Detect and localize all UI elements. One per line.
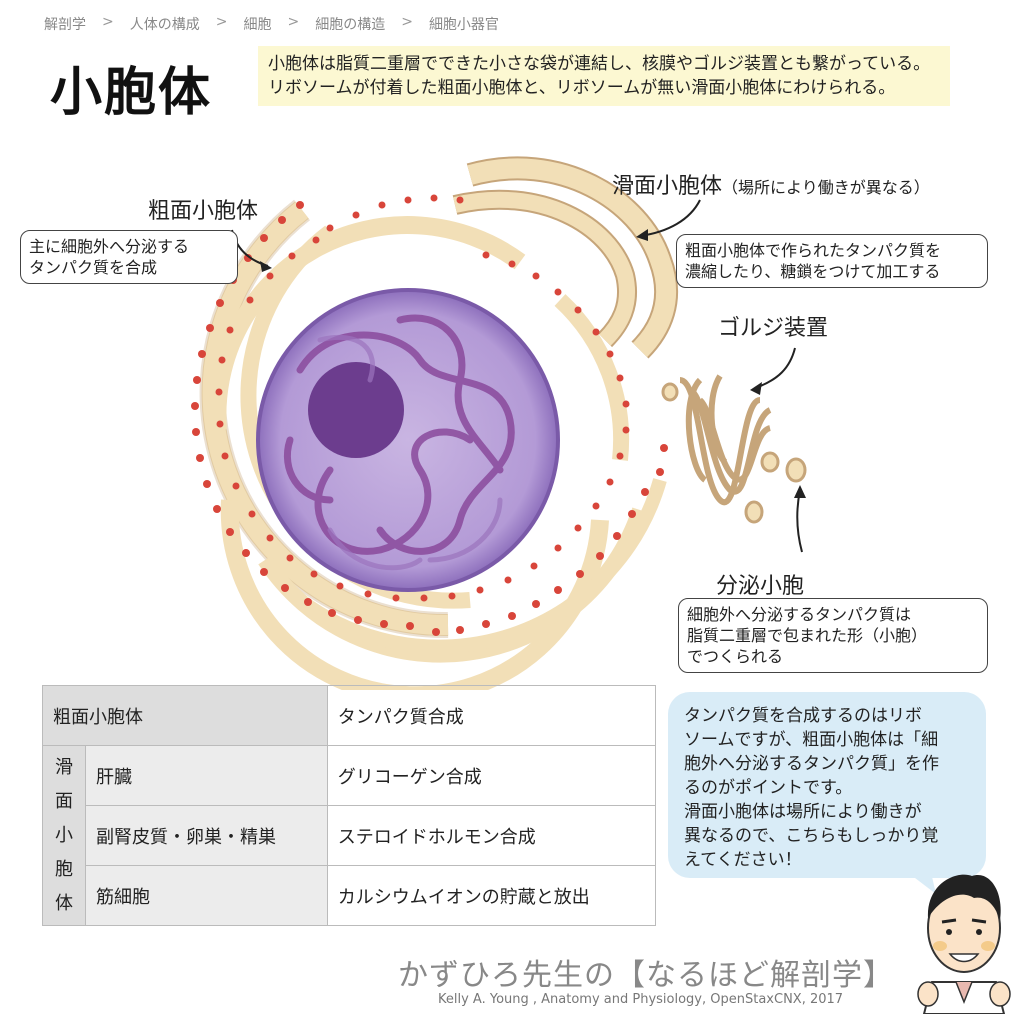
vesicle-note-line: 脂質二重層で包まれた形（小胞） (687, 626, 928, 645)
tip-line: 異なるので、こちらもしっかり覚 (684, 826, 939, 846)
arrowheads (260, 229, 806, 498)
golgi-note-line: 粗面小胞体で作られたタンパク質を (685, 241, 942, 260)
table-cell-name: 副腎皮質・卵巣・精巣 (85, 805, 328, 866)
table-group-char: 滑 (55, 756, 73, 778)
intro-text: 小胞体は脂質二重層でできた小さな袋が連結し、核膜やゴルジ装置とも繋がっている。リ… (258, 46, 950, 106)
breadcrumb-item[interactable]: 細胞 (243, 17, 272, 33)
table-group-char: 体 (55, 892, 73, 914)
rough-er-note: 主に細胞外へ分泌する タンパク質を合成 (20, 230, 238, 284)
smooth-er-label: 滑面小胞体（場所により働きが異なる） (612, 168, 930, 200)
chromatin (283, 314, 515, 555)
smooth-er-sublabel: （場所により働きが異なる） (722, 178, 930, 197)
breadcrumb-separator: > (215, 14, 228, 30)
rough-er-note-line: タンパク質を合成 (29, 258, 158, 277)
tip-line: タンパク質を合成するのはリボ (684, 706, 922, 726)
table-row: 滑 面 小 胞 体 肝臓 グリコーゲン合成 (42, 745, 657, 926)
rough-er-label: 粗面小胞体 (148, 199, 259, 224)
table-cell-function: グリコーゲン合成 (326, 745, 657, 806)
tip-line: 滑面小胞体は場所により働きが (684, 802, 922, 822)
table-cell-function: ステロイドホルモン合成 (326, 805, 657, 866)
image-credit: Kelly A. Young , Anatomy and Physiology,… (438, 992, 844, 1007)
breadcrumb-item-current: 細胞小器官 (428, 17, 499, 33)
tip-line: 胞外へ分泌するタンパク質」を作 (684, 754, 939, 774)
breadcrumb-item[interactable]: 人体の構成 (129, 17, 200, 33)
vesicle-note-line: でつくられる (687, 647, 784, 666)
table-cell-name: 肝臓 (85, 745, 328, 806)
smooth-er-shape (452, 156, 679, 359)
table-cell-name: 筋細胞 (85, 865, 328, 926)
tip-line: るのがポイントです。 (684, 778, 853, 798)
breadcrumb-item[interactable]: 細胞の構造 (315, 17, 386, 33)
golgi-note-line: 濃縮したり、糖鎖をつけて加工する (685, 262, 941, 281)
nucleus (256, 288, 560, 592)
breadcrumb-separator: > (401, 14, 413, 30)
er-function-table: 粗面小胞体 タンパク質合成 滑 面 小 胞 体 肝臓 グリコーゲン合成 副腎皮質… (42, 685, 657, 926)
table-group-char: 胞 (55, 858, 73, 880)
table-cell-function: カルシウムイオンの貯蔵と放出 (326, 865, 657, 926)
golgi-note: 粗面小胞体で作られたタンパク質を 濃縮したり、糖鎖をつけて加工する (676, 234, 988, 288)
breadcrumb: 解剖学 > 人体の構成 > 細胞 > 細胞の構造 > 細胞小器官 (44, 14, 499, 34)
teacher-avatar (917, 874, 1011, 1014)
smooth-er-title: 滑面小胞体 (612, 174, 723, 199)
er-diagram (191, 156, 807, 690)
table-cell-name: 粗面小胞体 (42, 685, 328, 746)
breadcrumb-item[interactable]: 解剖学 (44, 17, 86, 33)
golgi-apparatus (678, 374, 772, 506)
vesicle-note: 細胞外へ分泌するタンパク質は 脂質二重層で包まれた形（小胞） でつくられる (678, 598, 988, 673)
table-row: 筋細胞 カルシウムイオンの貯蔵と放出 (43, 865, 657, 926)
vesicle-note-line: 細胞外へ分泌するタンパク質は (687, 605, 912, 624)
site-brand: かずひろ先生の【なるほど解剖学】 (398, 958, 894, 993)
tip-line: えてください！ (684, 850, 802, 870)
page-title: 小胞体 (50, 63, 213, 123)
vesicle-label: 分泌小胞 (716, 574, 805, 599)
rough-er-shape (199, 199, 667, 690)
breadcrumb-separator: > (102, 14, 114, 30)
golgi-label: ゴルジ装置 (718, 316, 829, 341)
table-group-char: 小 (55, 824, 73, 846)
bubble-tail (902, 868, 936, 894)
tip-line: ソームですが、粗面小胞体は「細 (684, 730, 939, 750)
table-row: 副腎皮質・卵巣・精巣 ステロイドホルモン合成 (43, 805, 657, 866)
rough-er-note-line: 主に細胞外へ分泌する (29, 237, 190, 256)
tip-bubble: タンパク質を合成するのはリボ ソームですが、粗面小胞体は「細 胞外へ分泌するタン… (668, 692, 986, 878)
secretory-vesicles (661, 382, 807, 524)
table-group-label: 滑 面 小 胞 体 (42, 745, 86, 926)
table-cell-function: タンパク質合成 (326, 685, 657, 746)
table-row: 粗面小胞体 タンパク質合成 (42, 685, 657, 746)
breadcrumb-separator: > (287, 14, 300, 30)
table-group-char: 面 (55, 790, 73, 812)
nucleolus (308, 362, 404, 458)
